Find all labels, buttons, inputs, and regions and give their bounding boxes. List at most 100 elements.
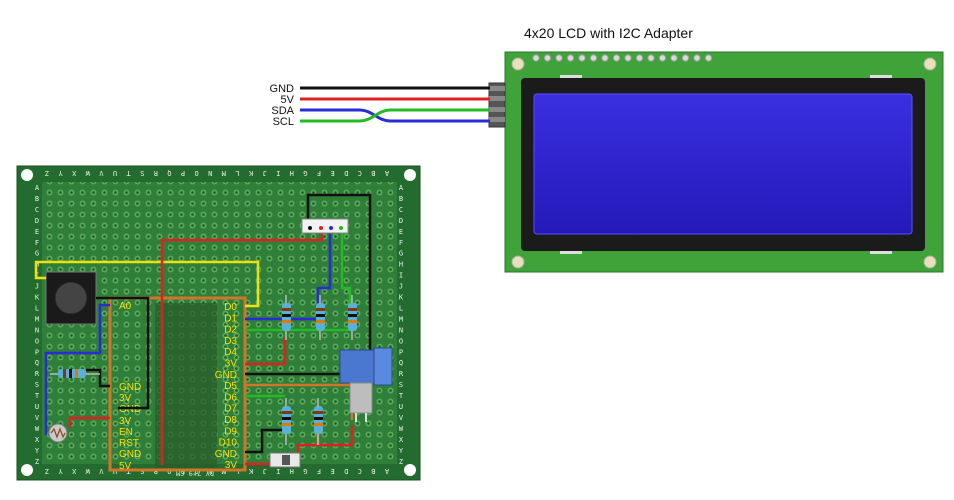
board-column-letter: O <box>194 169 198 177</box>
board-column-letter: Q <box>167 169 171 177</box>
board-row-letter: Z <box>399 458 403 466</box>
board-column-letter: Y <box>58 467 63 475</box>
board-row-letter: D <box>35 217 39 225</box>
board-column-letter: V <box>99 467 104 475</box>
lcd-title: 4x20 LCD with I2C Adapter <box>524 25 693 41</box>
board-column-letter: A <box>384 467 389 475</box>
regulator <box>339 347 393 422</box>
lcd-header-pin <box>578 54 586 62</box>
resistors <box>50 295 357 445</box>
board-column-letter: Y <box>58 169 63 177</box>
i2c-header <box>488 82 506 128</box>
board-row-letter: R <box>35 370 40 378</box>
photoresistor <box>48 423 68 443</box>
board-row-letter: N <box>399 326 403 334</box>
board-row-letter: A <box>399 184 404 192</box>
board-row-letter: V <box>399 414 404 422</box>
board-column-letter: W <box>85 467 90 475</box>
board-row-letter: Q <box>35 359 39 367</box>
board-row-letter: P <box>35 348 39 356</box>
board-column-letter: G <box>303 169 307 177</box>
mcu-pin-label: 3V <box>225 460 238 471</box>
lcd-bezel-tab <box>560 75 582 78</box>
wire-green-d2 <box>245 228 352 332</box>
mcu-pin-label: GND <box>119 382 141 393</box>
perf-mount-hole <box>404 464 416 476</box>
board-column-letter: F <box>317 467 321 475</box>
lcd-connector-pin <box>308 226 312 230</box>
board-column-letter: D <box>344 169 348 177</box>
wire-blue-a0 <box>44 303 110 435</box>
wire-sda <box>300 108 490 123</box>
resistor <box>282 398 291 445</box>
board-column-letter: Z <box>45 169 49 177</box>
mcu-pin-label: D7 <box>224 404 237 415</box>
board-row-letter: G <box>35 250 39 258</box>
board-row-letter: K <box>35 294 40 302</box>
mcu-pin-label: D0 <box>224 302 237 313</box>
wire-label-5v: 5V <box>281 94 295 106</box>
mcu-pin-label: RST <box>119 438 139 449</box>
board-row-letter: W <box>35 425 40 433</box>
board-row-letter: F <box>35 239 39 247</box>
board-column-letter: E <box>330 169 334 177</box>
board-row-letter: Q <box>399 359 403 367</box>
board-row-letter: W <box>399 425 404 433</box>
i2c-pin <box>489 107 505 112</box>
board-column-letter: T <box>126 169 131 177</box>
board-column-letter: D <box>344 467 348 475</box>
board-row-letter: R <box>399 370 404 378</box>
perf-mount-hole <box>21 169 33 181</box>
resistor <box>282 295 291 340</box>
mcu-pin-label: D1 <box>224 313 237 324</box>
board-row-letter: A <box>35 184 40 192</box>
board-row-letter: U <box>35 403 39 411</box>
board-column-letter: E <box>330 467 334 475</box>
lcd-header-pin <box>566 54 575 62</box>
board-row-letter: C <box>399 206 403 214</box>
resistor <box>316 295 325 340</box>
board-row-letter: K <box>399 294 404 302</box>
push-button-cap <box>54 281 88 315</box>
board-row-letter: S <box>35 381 39 389</box>
board-row-letter: O <box>399 337 403 345</box>
wire-black-gnd-bottom <box>245 428 285 454</box>
wire-red-top <box>160 228 324 465</box>
board-column-letter: H <box>290 467 294 475</box>
board-row-letter: B <box>35 195 39 203</box>
board-row-letter: J <box>399 283 403 291</box>
board-column-letter: F <box>317 169 321 177</box>
board-column-letter: G <box>303 467 307 475</box>
board-column-letter: A <box>384 169 389 177</box>
board-row-letter: B <box>399 195 403 203</box>
board-row-letter: X <box>399 436 404 444</box>
board-row-letter: T <box>399 392 404 400</box>
board-row-letter: G <box>399 250 403 258</box>
lcd-header-pin <box>555 54 563 62</box>
lcd-bezel-tab <box>870 251 892 254</box>
lcd-header-pin <box>612 54 621 62</box>
resistor-horizontal <box>50 369 100 378</box>
board-column-letter: H <box>290 169 294 177</box>
board-row-letter: L <box>399 304 403 312</box>
perf-mount-hole <box>21 464 33 476</box>
mcu-pin-label: D9 <box>224 426 237 437</box>
board-row-letter: L <box>35 304 39 312</box>
board-row-letter: N <box>35 326 39 334</box>
lcd-mount-hole <box>511 255 525 269</box>
wire-black-btn <box>96 296 150 410</box>
lcd-header-pin <box>532 54 540 62</box>
board-column-letter: B <box>371 169 375 177</box>
board-column-letter: C <box>358 169 362 177</box>
board-column-letter: B <box>371 467 375 475</box>
board-column-letter: I <box>276 467 280 475</box>
board-column-letter: L <box>235 169 239 177</box>
lcd-header-pin <box>635 54 644 62</box>
board-column-letter: S <box>140 169 144 177</box>
lcd-header-pin <box>658 54 667 62</box>
i2c-pin <box>489 86 505 91</box>
mcu-pin-label: 3V <box>225 359 238 370</box>
